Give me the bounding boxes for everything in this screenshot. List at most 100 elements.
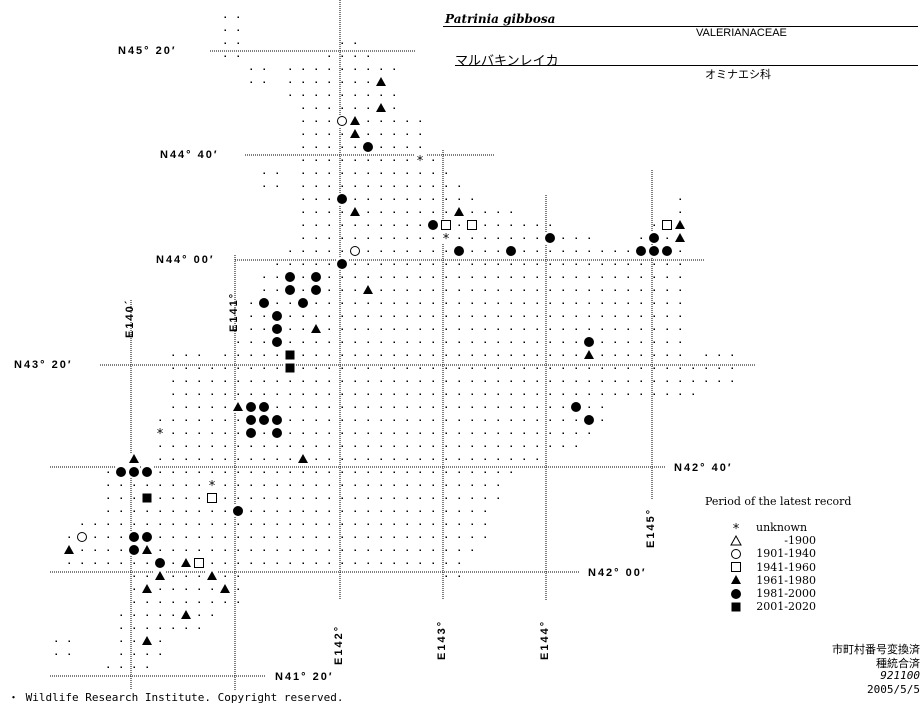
mesh-dot [367,94,369,96]
mesh-dot [484,302,486,304]
mesh-dot [159,471,161,473]
filled-square-icon [731,602,741,612]
mesh-dot [120,614,122,616]
mesh-dot [120,484,122,486]
mesh-dot [94,562,96,564]
mesh-dot [354,237,356,239]
mesh-dot [419,471,421,473]
mesh-dot [497,354,499,356]
mesh-dot [666,315,668,317]
legend-label: 1901-1940 [756,547,816,561]
mesh-dot [94,549,96,551]
mesh-dot [393,432,395,434]
mesh-dot [380,367,382,369]
mesh-dot [523,237,525,239]
mesh-dot [315,211,317,213]
mesh-dot [328,211,330,213]
mesh-dot [406,536,408,538]
mesh-dot [289,393,291,395]
mesh-dot [458,471,460,473]
mesh-dot [510,406,512,408]
mesh-dot [354,484,356,486]
mesh-dot [562,328,564,330]
mesh-dot [484,458,486,460]
mesh-dot [185,393,187,395]
mesh-dot [640,367,642,369]
mesh-dot [380,419,382,421]
mesh-dot [133,484,135,486]
mesh-dot [536,354,538,356]
asterisk-icon: * [732,522,740,534]
mesh-dot [432,471,434,473]
mesh-dot [107,549,109,551]
mesh-dot [588,328,590,330]
mesh-dot [172,588,174,590]
mesh-dot [419,120,421,122]
filled-circle-marker [272,324,282,334]
mesh-dot [510,328,512,330]
survey-mesh-dots [55,16,733,668]
mesh-dot [380,133,382,135]
mesh-dot [640,380,642,382]
mesh-dot [133,614,135,616]
mesh-dot [445,536,447,538]
mesh-dot [341,523,343,525]
mesh-dot [81,562,83,564]
mesh-dot [133,575,135,577]
mesh-dot [523,289,525,291]
mesh-dot [302,510,304,512]
mesh-dot [302,81,304,83]
mesh-dot [328,484,330,486]
mesh-dot [146,614,148,616]
mesh-dot [523,445,525,447]
filled-circle-marker [233,506,243,516]
mesh-dot [419,497,421,499]
filled-square-marker [285,350,295,360]
mesh-dot [380,224,382,226]
mesh-dot [588,289,590,291]
mesh-dot [250,445,252,447]
mesh-dot [601,354,603,356]
mesh-dot [315,549,317,551]
mesh-dot [432,328,434,330]
mesh-dot [133,627,135,629]
mesh-dot [458,523,460,525]
mesh-dot [458,536,460,538]
mesh-dot [302,107,304,109]
mesh-dot [315,510,317,512]
mesh-dot [263,315,265,317]
mesh-dot [315,94,317,96]
note-code: 921100 [880,669,920,682]
mesh-dot [471,536,473,538]
mesh-dot [536,315,538,317]
mesh-dot [380,68,382,70]
mesh-dot [419,224,421,226]
mesh-dot [367,562,369,564]
mesh-dot [562,445,564,447]
mesh-dot [419,549,421,551]
mesh-dot [510,224,512,226]
mesh-dot [341,328,343,330]
family-name: VALERIANACEAE [696,27,787,39]
mesh-dot [185,380,187,382]
mesh-dot [523,406,525,408]
mesh-dot [393,289,395,291]
mesh-dot [406,120,408,122]
mesh-dot [484,289,486,291]
mesh-dot [354,445,356,447]
mesh-dot [328,315,330,317]
mesh-dot [406,185,408,187]
mesh-dot [497,315,499,317]
mesh-dot [380,198,382,200]
mesh-dot [614,263,616,265]
mesh-dot [328,237,330,239]
mesh-dot [185,588,187,590]
mesh-dot [328,562,330,564]
mesh-dot [601,393,603,395]
mesh-dot [315,354,317,356]
mesh-dot [419,484,421,486]
mesh-dot [328,471,330,473]
mesh-dot [341,276,343,278]
mesh-dot [471,250,473,252]
mesh-dot [328,94,330,96]
